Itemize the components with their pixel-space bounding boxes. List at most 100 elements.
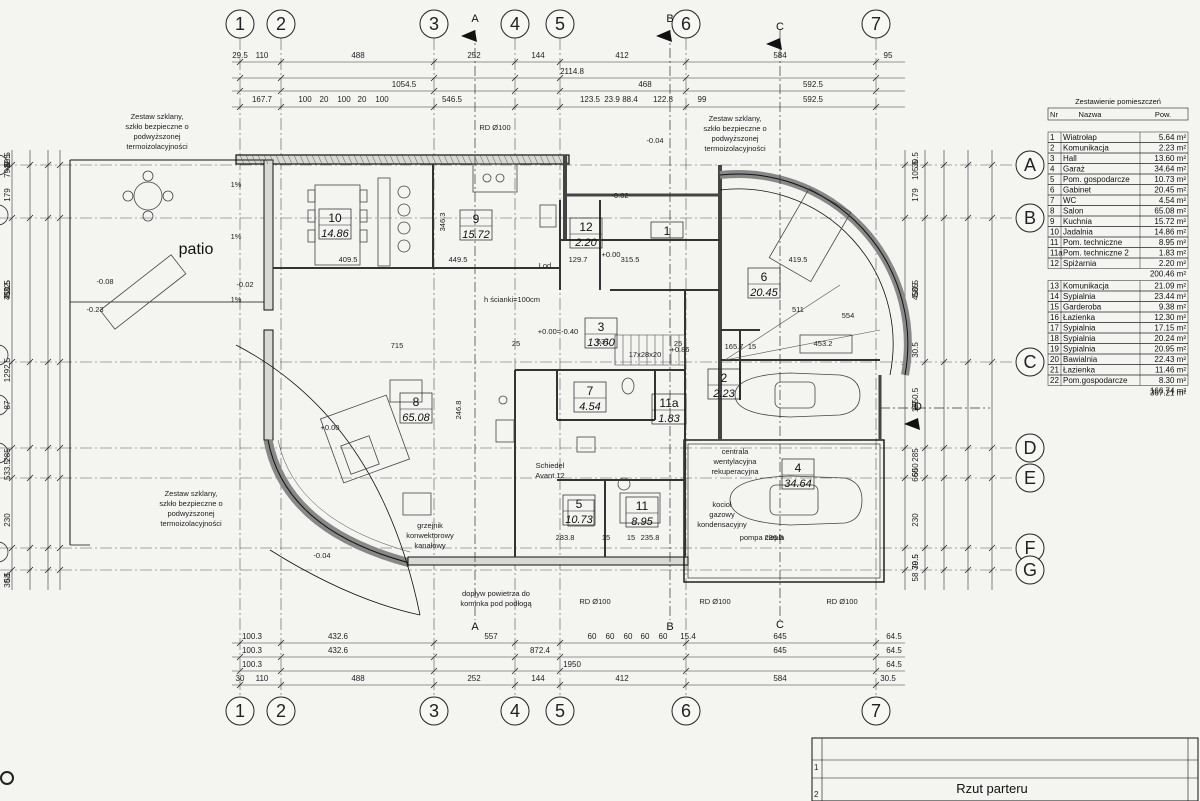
dim-bottom-4: 488 bbox=[351, 674, 365, 683]
dim-tick bbox=[44, 358, 52, 366]
glass-hatch-stroke bbox=[413, 154, 419, 165]
room-4-area: 34.64 bbox=[784, 478, 812, 490]
dim-tick bbox=[964, 566, 972, 574]
axis-bubble-bottom-3 bbox=[419, 696, 449, 726]
room-6-area: 20.45 bbox=[749, 287, 778, 299]
dim-bottom-1: 60 bbox=[606, 632, 615, 641]
dim-tick bbox=[236, 87, 244, 95]
dim-right: 285 bbox=[911, 448, 920, 462]
dim-top-4: 88.4 bbox=[622, 95, 638, 104]
dim-left: 58 bbox=[3, 573, 12, 582]
inner-dim: 165.7 bbox=[725, 342, 744, 351]
dim-tick bbox=[940, 214, 948, 222]
schedule-area: 4.54 m² bbox=[1159, 196, 1186, 205]
dim-bottom-1: 60 bbox=[641, 632, 650, 641]
dim-tick bbox=[872, 681, 880, 689]
dim-top-4: 122.8 bbox=[653, 95, 674, 104]
section-mark-C: C bbox=[776, 21, 784, 33]
dim-tick bbox=[236, 58, 244, 66]
title-row-2: 2 bbox=[814, 790, 819, 799]
glass-hatch-stroke bbox=[467, 154, 473, 165]
glass-hatch-stroke bbox=[533, 154, 539, 165]
room-12-number: 12 bbox=[579, 220, 593, 234]
dim-top-4: 167.7 bbox=[252, 95, 273, 104]
schedule-grand-total: 367.21 m² bbox=[1150, 389, 1186, 398]
dim-top-2: 2114.8 bbox=[560, 67, 584, 76]
dim-tick bbox=[901, 566, 909, 574]
glass-hatch-stroke bbox=[437, 154, 443, 165]
inner-dim: 129.7 bbox=[569, 255, 588, 264]
dim-tick bbox=[682, 74, 690, 82]
dim-top-1: 144 bbox=[531, 51, 545, 60]
dim-left: 533.5 bbox=[3, 459, 12, 480]
note-slope-3: 1% bbox=[231, 295, 242, 304]
glass-hatch-stroke bbox=[401, 154, 407, 165]
dim-tick bbox=[682, 653, 690, 661]
note-ventilation-unit: rekuperacyjna bbox=[711, 467, 759, 476]
dim-tick bbox=[682, 639, 690, 647]
grid-axes bbox=[0, 38, 1012, 700]
section-mark-bottom-A: A bbox=[471, 621, 479, 633]
dim-top-4: 123.5 bbox=[580, 95, 601, 104]
note-glass-top-left: szkło bezpieczne o bbox=[125, 122, 188, 131]
axis-label-1: 1 bbox=[235, 701, 245, 721]
axis-label-6: 6 bbox=[681, 701, 691, 721]
dim-tick bbox=[921, 161, 929, 169]
dim-tick bbox=[964, 544, 972, 552]
dim-tick bbox=[988, 214, 996, 222]
dim-tick bbox=[556, 639, 564, 647]
dim-tick bbox=[964, 214, 972, 222]
room-12-area: 2.20 bbox=[574, 237, 597, 249]
schedule-nr: 12 bbox=[1050, 259, 1059, 268]
dim-tick bbox=[988, 358, 996, 366]
glass-hatch-stroke bbox=[443, 154, 449, 165]
dim-right: 79.5 bbox=[911, 554, 920, 570]
dim-bottom-4: 412 bbox=[615, 674, 629, 683]
dim-tick bbox=[430, 667, 438, 675]
dim-tick bbox=[940, 161, 948, 169]
dim-tick bbox=[511, 667, 519, 675]
axis-label-7: 7 bbox=[871, 701, 881, 721]
schedule-name: Pom.gospodarcze bbox=[1063, 376, 1128, 385]
note-level-j: -0.02 bbox=[611, 191, 628, 200]
dim-top-1: 488 bbox=[351, 51, 365, 60]
room-3-box bbox=[584, 317, 618, 349]
dim-right: 585 bbox=[911, 283, 920, 297]
dim-top-4: 100 bbox=[375, 95, 389, 104]
glass-hatch-stroke bbox=[335, 154, 341, 165]
dim-tick bbox=[682, 58, 690, 66]
schedule-row bbox=[1047, 374, 1189, 386]
note-slope-1: 1% bbox=[231, 180, 242, 189]
dim-tick bbox=[236, 103, 244, 111]
glass-hatch-stroke bbox=[497, 154, 503, 165]
schedule-name: Jadalnia bbox=[1063, 228, 1093, 237]
dimension-lines bbox=[11, 61, 993, 686]
dim-bottom-1: 60 bbox=[588, 632, 597, 641]
room-10-box bbox=[318, 208, 352, 240]
axis-bubble-top-1 bbox=[225, 9, 255, 39]
dim-tick bbox=[44, 566, 52, 574]
schedule-name: Garaż bbox=[1063, 165, 1085, 174]
dim-tick bbox=[236, 74, 244, 82]
inner-dim: 25 bbox=[512, 339, 520, 348]
glass-hatch-stroke bbox=[503, 154, 509, 165]
dim-tick bbox=[511, 639, 519, 647]
note-glass-top-right: Zestaw szklany, bbox=[709, 114, 762, 123]
schedule-nr: 16 bbox=[1050, 313, 1059, 322]
note-convector: konwektorowy bbox=[406, 531, 454, 540]
note-fireplace-air: dopływ powietrza do bbox=[462, 589, 530, 598]
schedule-nr: 14 bbox=[1050, 292, 1059, 301]
schedule-title: Zestawienie pomieszczeń bbox=[1075, 97, 1161, 106]
note-gas-boiler: gazowy bbox=[709, 510, 735, 519]
schedule-area: 21.09 m² bbox=[1154, 282, 1186, 291]
schedule-area: 9.38 m² bbox=[1159, 303, 1186, 312]
dimension-ticks bbox=[8, 58, 996, 689]
inner-dim: 449.5 bbox=[449, 255, 468, 264]
dim-tick bbox=[921, 566, 929, 574]
dim-tick bbox=[44, 161, 52, 169]
glass-hatch-stroke bbox=[461, 154, 467, 165]
schedule-area: 12.30 m² bbox=[1154, 313, 1186, 322]
dim-tick bbox=[940, 474, 948, 482]
